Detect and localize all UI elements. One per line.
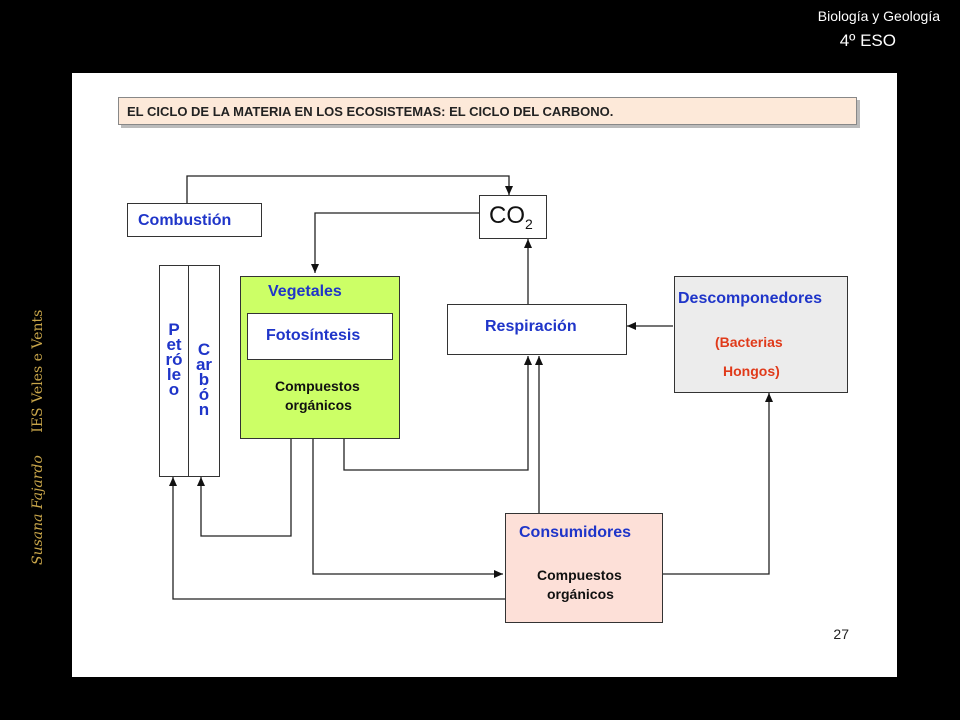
bacterias-label: (Bacterias bbox=[715, 334, 783, 350]
descomponedores-label: Descomponedores bbox=[678, 290, 823, 307]
vegetales-label: Vegetales bbox=[268, 283, 342, 300]
arrow-vegetales-to-consumidores bbox=[312, 439, 503, 578]
arrow-combustion-to-co2 bbox=[186, 175, 513, 203]
vegetales-compuestos-line1: Compuestos bbox=[275, 378, 360, 394]
consumidores-label: Consumidores bbox=[519, 524, 632, 541]
fotosintesis-label: Fotosíntesis bbox=[266, 327, 361, 344]
vegetales-box: Vegetales Fotosíntesis Compuestos orgáni… bbox=[240, 276, 400, 439]
co2-label: CO2 bbox=[489, 202, 533, 232]
petroleo-column: Petróleo bbox=[159, 265, 189, 477]
arrow-consumidores-to-petroleo bbox=[169, 477, 505, 600]
fotosintesis-box: Fotosíntesis bbox=[247, 313, 393, 360]
side-credits: Susana Fajardo IES Veles e Vents bbox=[30, 310, 46, 565]
respiracion-box: Respiración bbox=[447, 304, 627, 355]
co2-box: CO2 bbox=[479, 195, 547, 239]
level-header: 4º ESO bbox=[839, 31, 896, 50]
combustion-label: Combustión bbox=[138, 212, 232, 229]
petroleo-label: Petróleo bbox=[165, 320, 183, 399]
slide-title: EL CICLO DE LA MATERIA EN LOS ECOSISTEMA… bbox=[118, 97, 857, 125]
carbon-label: Carbón bbox=[195, 340, 213, 419]
hongos-label: Hongos) bbox=[723, 363, 780, 379]
author-name: Susana Fajardo bbox=[30, 455, 46, 565]
school-name: IES Veles e Vents bbox=[30, 309, 46, 433]
consumidores-compuestos-line2: orgánicos bbox=[547, 586, 614, 602]
combustion-box: Combustión bbox=[127, 203, 262, 237]
consumidores-compuestos-line1: Compuestos bbox=[537, 567, 622, 583]
arrow-vegetales-to-respiracion bbox=[343, 356, 532, 471]
respiracion-label: Respiración bbox=[485, 318, 577, 335]
carbon-column: Carbón bbox=[188, 265, 220, 477]
arrow-consumidores-to-descomp bbox=[663, 393, 773, 575]
slide: EL CICLO DE LA MATERIA EN LOS ECOSISTEMA… bbox=[72, 73, 897, 677]
consumidores-box: Consumidores Compuestos orgánicos bbox=[505, 513, 663, 623]
arrow-vegetales-to-carbon bbox=[197, 439, 292, 537]
subject-header: Biología y Geología bbox=[817, 8, 940, 24]
descomponedores-box: Descomponedores (Bacterias Hongos) bbox=[674, 276, 848, 393]
page-number: 27 bbox=[833, 626, 849, 642]
vegetales-compuestos-line2: orgánicos bbox=[285, 397, 352, 413]
connector-arrows bbox=[169, 175, 773, 600]
arrow-co2-to-vegetales bbox=[311, 212, 479, 273]
